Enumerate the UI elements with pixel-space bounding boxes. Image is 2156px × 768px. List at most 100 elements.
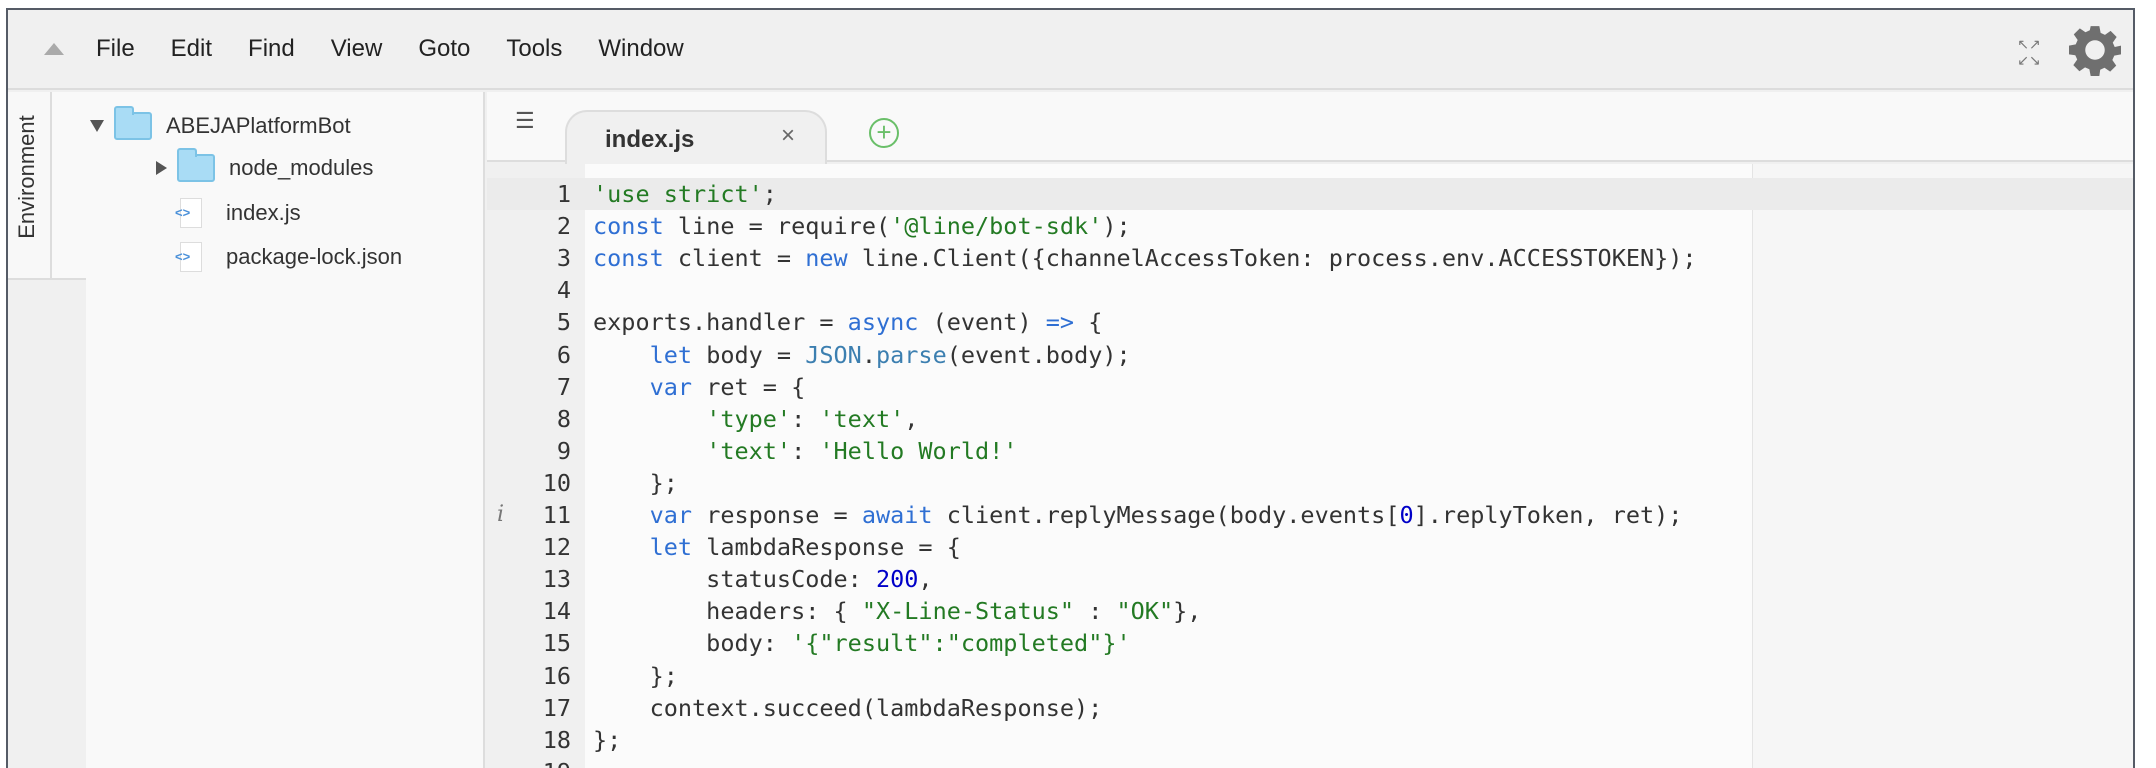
code-line[interactable]: 3 const client = new line.Client({channel… [487, 242, 2133, 274]
code-token: }; [593, 661, 678, 690]
code-token: 'Hello World!' [819, 436, 1018, 465]
line-number: 3 [556, 244, 571, 273]
code-token: line = require( [663, 212, 891, 241]
code-token: (event) [918, 308, 1046, 337]
code-token: => [1045, 308, 1075, 337]
sidebar-tab-strip [8, 278, 86, 768]
close-tab-icon[interactable]: × [781, 122, 796, 149]
line-number: 9 [556, 436, 571, 465]
line-number: 12 [542, 533, 571, 562]
code-line[interactable]: 1'use strict'; [487, 178, 2133, 210]
environment-tab[interactable]: Environment [8, 92, 52, 278]
code-token: . [861, 340, 876, 369]
fullscreen-icon[interactable]: ↖↗↙↘ [2017, 36, 2041, 68]
code-token: await [861, 501, 933, 529]
code-line[interactable]: 12 let lambdaResponse = { [487, 531, 2133, 563]
line-number: 1 [556, 180, 571, 208]
code-token [593, 373, 650, 401]
tree-item-label: ABEJAPlatformBot [166, 113, 351, 138]
code-line[interactable]: 11 i var response = await client.replyMes… [487, 499, 2133, 531]
code-line[interactable]: 6 let body = JSON.parse(event.body); [487, 339, 2133, 371]
tree-item-index-js[interactable]: <> index.js [175, 198, 301, 228]
code-text: context.succeed(lambdaResponse); [593, 692, 1103, 724]
code-line[interactable]: 14 headers: { "X-Line-Status" : "OK"}, [487, 595, 2133, 627]
line-number: 11 [542, 501, 571, 529]
code-token: '@line/bot-sdk' [890, 212, 1103, 241]
code-token: "OK" [1116, 597, 1174, 626]
code-text: const client = new line.Client({channelA… [593, 242, 1697, 274]
expand-arrow-icon[interactable] [90, 120, 104, 132]
line-number: 5 [556, 308, 571, 337]
code-token: 'text' [819, 404, 905, 433]
code-token: statusCode: [593, 565, 876, 594]
tab-index-js[interactable]: index.js × [565, 110, 827, 164]
tree-item-node-modules[interactable]: node_modules [156, 148, 373, 182]
code-text: 'type': 'text', [593, 403, 918, 435]
code-token: ); [1102, 212, 1131, 241]
code-token: response = [692, 501, 862, 529]
code-token: line.Client({channelAccessToken: process… [847, 244, 1697, 273]
code-token: lambdaResponse = { [692, 533, 961, 562]
code-token: body = [692, 340, 806, 369]
code-line[interactable]: 7 var ret = { [487, 371, 2133, 403]
code-token: 0 [1399, 501, 1414, 529]
code-token: '{"result":"completed"}' [791, 629, 1131, 658]
code-token: JSON [805, 340, 862, 369]
code-token: : [1074, 597, 1117, 626]
code-line[interactable]: 19 [487, 756, 2133, 768]
code-line[interactable]: 8 'type': 'text', [487, 403, 2133, 435]
collapse-menu-icon[interactable] [44, 43, 64, 55]
tab-title: index.js [605, 126, 695, 153]
code-token [593, 533, 650, 561]
code-token: ].replyToken, ret); [1413, 501, 1683, 529]
line-number: 17 [542, 693, 571, 722]
code-line[interactable]: 9 'text': 'Hello World!' [487, 435, 2133, 467]
line-number: 19 [487, 756, 571, 768]
code-token: let [649, 340, 693, 369]
line-number: 8 [556, 404, 571, 433]
tab-list-icon[interactable]: ☰ [515, 108, 535, 133]
code-token: headers: { [593, 597, 862, 626]
code-text: }; [593, 467, 678, 499]
menu-file[interactable]: File [96, 35, 135, 62]
tree-item-package-lock[interactable]: <> package-lock.json [175, 242, 402, 272]
folder-icon [177, 148, 215, 182]
gear-icon[interactable] [2069, 24, 2121, 76]
collapsed-arrow-icon[interactable] [156, 161, 167, 175]
js-file-icon: <> [175, 198, 202, 228]
add-tab-icon[interactable]: + [869, 118, 899, 148]
code-token: 'use strict' [593, 180, 763, 208]
file-tree: ABEJAPlatformBot node_modules <> index.j… [52, 92, 485, 768]
menu-tools[interactable]: Tools [506, 35, 563, 62]
code-line[interactable]: 10 }; [487, 467, 2133, 499]
code-text: var response = await client.replyMessage… [593, 499, 1683, 531]
info-annotation-icon[interactable]: i [497, 502, 505, 527]
code-text: body: '{"result":"completed"}' [593, 627, 1131, 659]
code-line[interactable]: 15 body: '{"result":"completed"}' [487, 627, 2133, 659]
menu-view[interactable]: View [330, 35, 383, 62]
code-token: "X-Line-Status" [861, 597, 1075, 626]
menu-goto[interactable]: Goto [418, 35, 471, 62]
line-number-gutter [487, 164, 585, 768]
code-line[interactable]: 18}; [487, 724, 2133, 756]
code-line[interactable]: 13 statusCode: 200, [487, 563, 2133, 595]
menu-find[interactable]: Find [248, 35, 295, 62]
code-token: }; [593, 468, 678, 497]
code-token [593, 341, 650, 369]
line-number: 13 [542, 565, 571, 594]
code-line[interactable]: 17 context.succeed(lambdaResponse); [487, 692, 2133, 724]
code-token: context.succeed(lambdaResponse); [593, 693, 1103, 722]
line-number: 14 [542, 597, 571, 626]
code-line[interactable]: 4 [487, 274, 2133, 306]
tree-item-label: index.js [226, 200, 301, 225]
menu-window[interactable]: Window [598, 35, 684, 62]
code-token: , [918, 565, 933, 594]
tree-item-abejaplatformbot[interactable]: ABEJAPlatformBot [90, 106, 351, 140]
code-text: statusCode: 200, [593, 563, 933, 595]
code-token: : [791, 436, 820, 465]
code-line[interactable]: 16 }; [487, 660, 2133, 692]
menu-edit[interactable]: Edit [170, 35, 213, 62]
